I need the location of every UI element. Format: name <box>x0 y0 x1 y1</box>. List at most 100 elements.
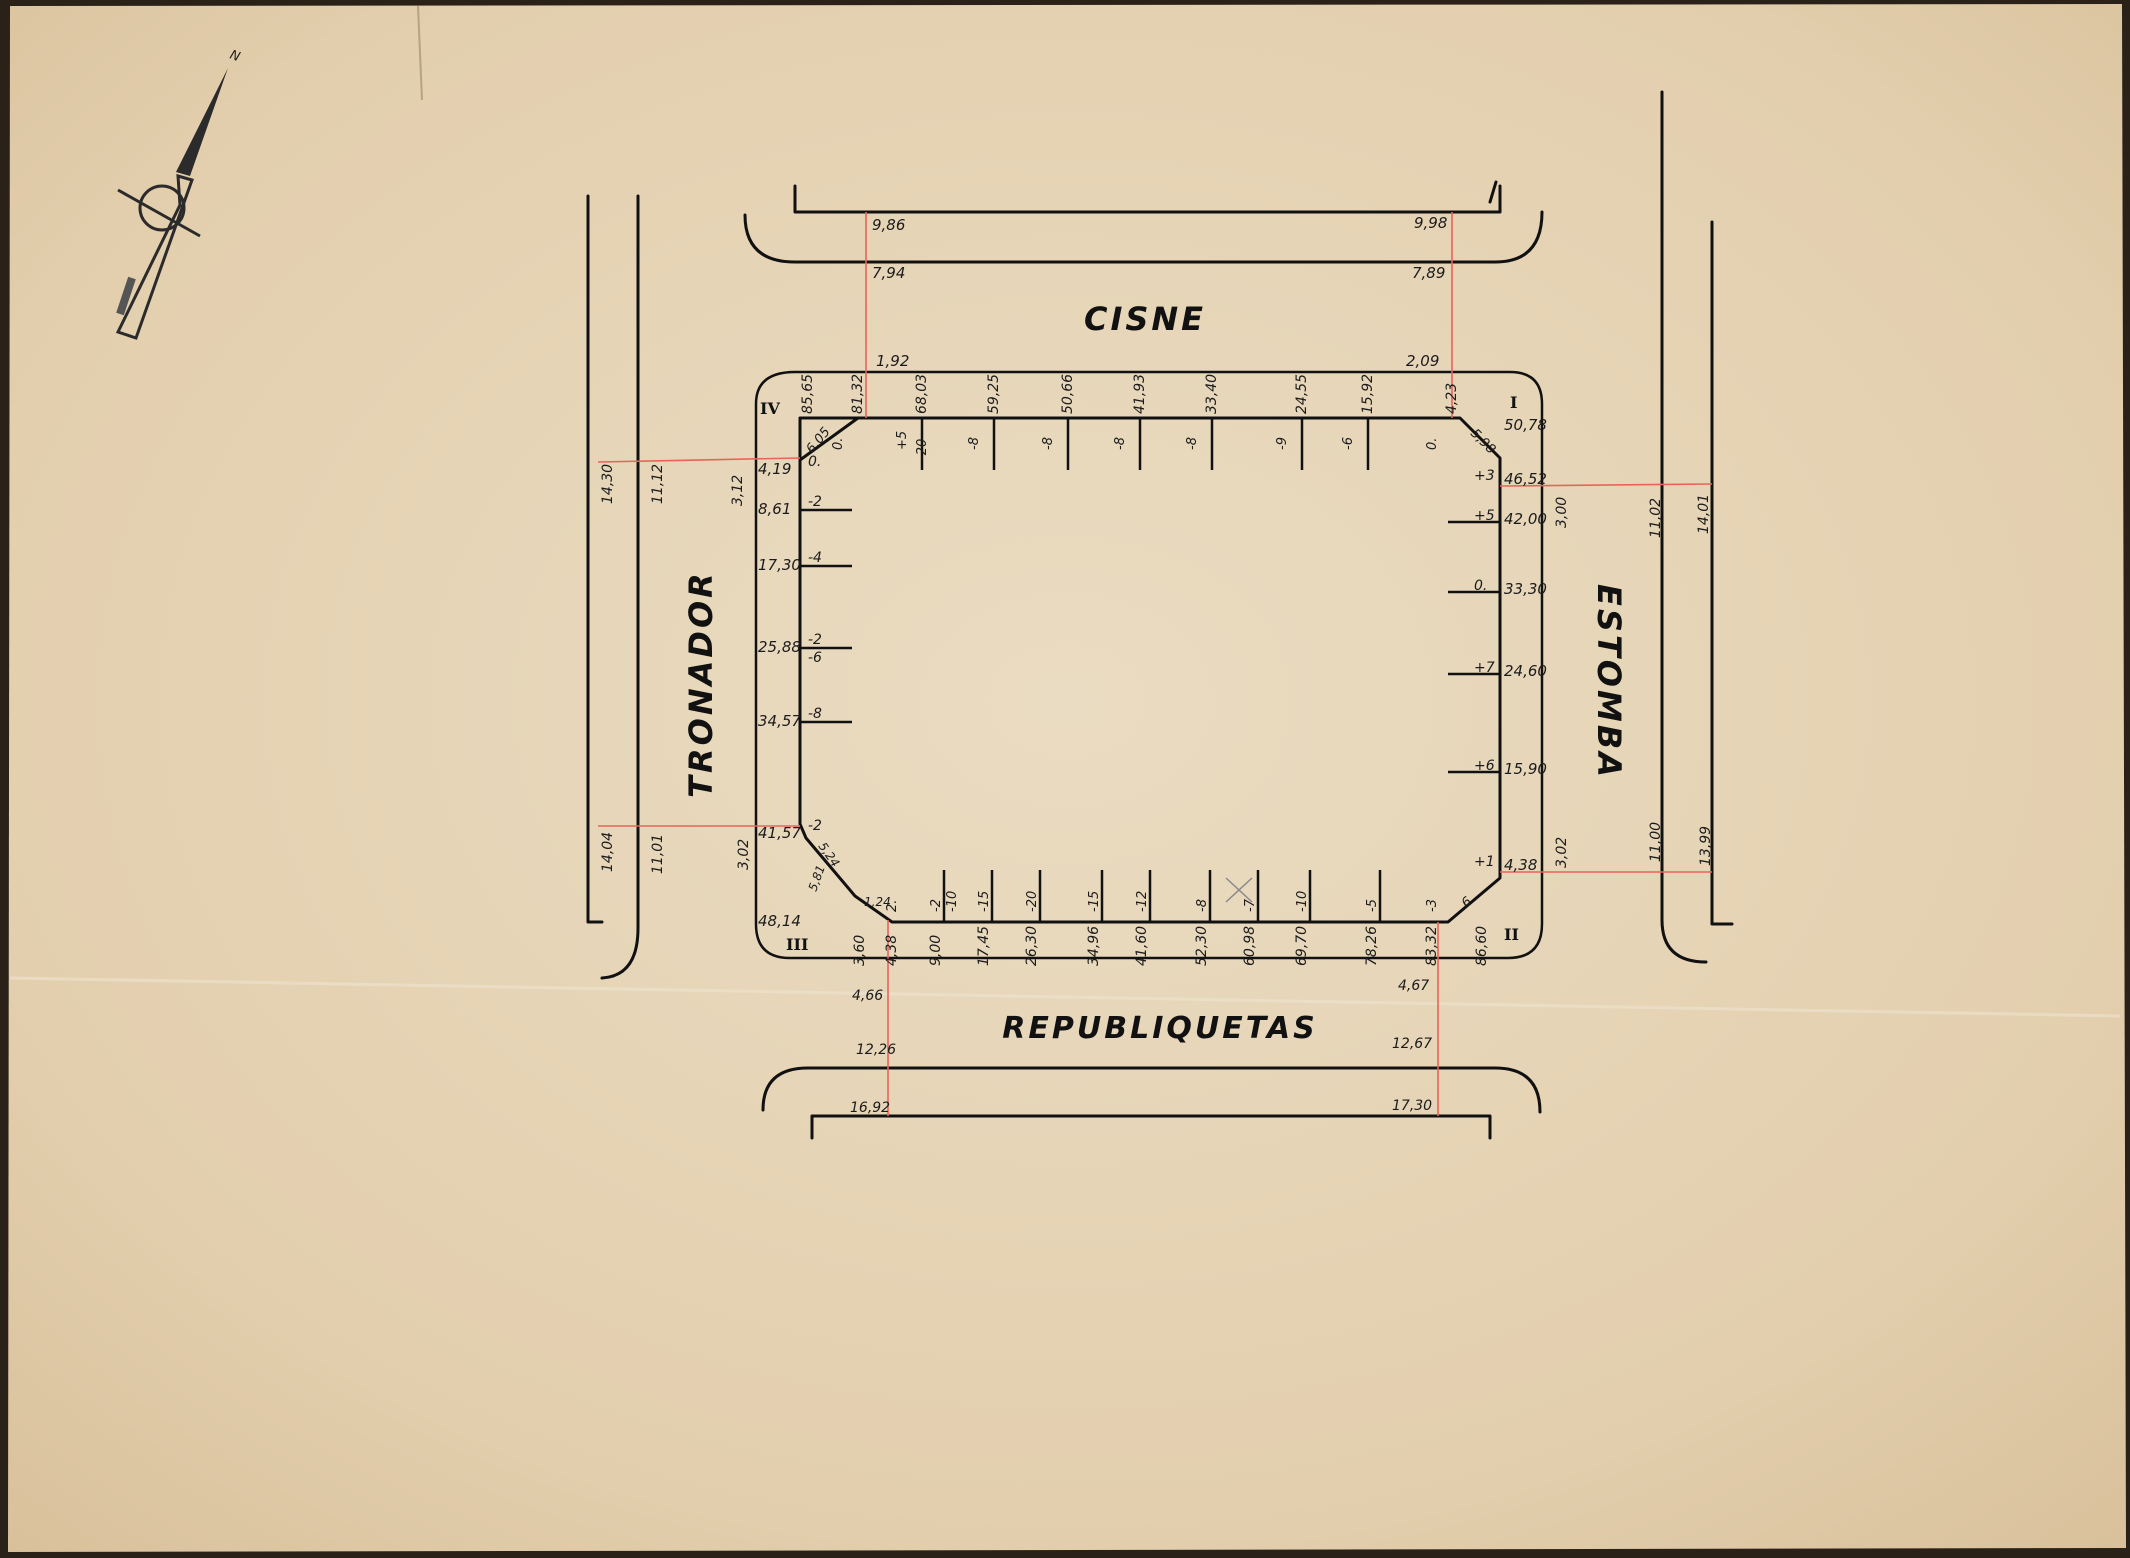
right-station-level: +1 <box>1474 854 1495 870</box>
top-station-level: -8 <box>1041 437 1056 450</box>
right-station-level: +5 <box>1474 508 1495 524</box>
tronador-near-curb <box>600 194 640 980</box>
bottom-station-distance: 60,98 <box>1242 926 1258 966</box>
bottom-station-level: -20 <box>1025 891 1040 912</box>
bottom-station-distance: 26,30 <box>1024 926 1040 966</box>
bottom-station-distance: 9,00 <box>928 935 944 966</box>
right-station-level: +6 <box>1474 758 1495 774</box>
top-station-level: -8 <box>1185 437 1200 450</box>
paper-crease <box>9 976 2121 1018</box>
bottom-station-level: -3 <box>1425 899 1440 912</box>
bottom-station-level: -2 <box>929 899 944 912</box>
right-station-distance: 4,38 <box>1504 856 1537 874</box>
bottom-station-distance: 52,30 <box>1194 926 1210 966</box>
left-station-distance: 4,19 <box>758 460 791 478</box>
offset-east-upper-3: 14,01 <box>1696 494 1712 534</box>
bottom-station-distance: 3,60 <box>852 935 868 966</box>
offset-south-right-2: 12,67 <box>1392 1036 1432 1052</box>
cisne-near-curb <box>743 210 1544 264</box>
top-station-distance: 81,32 <box>850 374 866 414</box>
top-station-level: 0. <box>1425 438 1440 450</box>
top-station-distance: 59,25 <box>986 374 1002 414</box>
left-station-level: -8 <box>808 706 822 722</box>
bottom-station-level: -12 <box>1135 891 1150 912</box>
north-label: N <box>228 48 243 66</box>
curb-mark <box>1488 180 1498 204</box>
offset-south-right-3: 17,30 <box>1392 1098 1432 1114</box>
left-station-distance: 17,30 <box>758 556 801 574</box>
offset-west-lower-2: 11,01 <box>650 834 666 874</box>
offset-west-upper-2: 11,12 <box>650 464 666 504</box>
bottom-station-level: -15 <box>1087 891 1102 912</box>
chamfer-iv <box>798 416 860 462</box>
bottom-station-distance: 34,96 <box>1086 926 1102 966</box>
offset-east-lower-2: 11,00 <box>1648 822 1664 862</box>
estomba-far-curb <box>1710 220 1734 926</box>
bottom-station-distance: 4,38 <box>884 935 900 966</box>
street-name-republiquetas: REPUBLIQUETAS <box>1002 1011 1317 1046</box>
left-station-level: -4 <box>808 550 822 566</box>
bottom-station-distance: 83,32 <box>1424 926 1440 966</box>
bottom-station-distance: 17,45 <box>976 926 992 966</box>
bottom-station-level: -15 <box>977 891 992 912</box>
right-station-distance: 33,30 <box>1504 580 1547 598</box>
tronador-far-curb <box>586 194 604 924</box>
right-station-level: +7 <box>1474 660 1495 676</box>
right-station-distance: 24,60 <box>1504 662 1547 680</box>
top-station-distance: 15,92 <box>1360 374 1376 414</box>
right-station-distance: 42,00 <box>1504 510 1547 528</box>
offset-south-left-1: 4,66 <box>852 988 883 1004</box>
left-station-distance: 48,14 <box>758 912 801 930</box>
offset-north-left-1: 9,86 <box>872 216 905 234</box>
top-station-distance: 4,23 <box>1444 383 1460 414</box>
red-west-upper <box>597 457 801 463</box>
top-station-distance: 68,03 <box>914 374 930 414</box>
offset-north-left-3: 1,92 <box>876 352 909 370</box>
right-station-distance: 15,90 <box>1504 760 1547 778</box>
street-name-cisne: CISNE <box>1084 300 1206 338</box>
left-station-distance: 25,88 <box>758 638 801 656</box>
top-station-distance: 41,93 <box>1132 374 1148 414</box>
bottom-station-distance: 41,60 <box>1134 926 1150 966</box>
offset-south-left-3: 16,92 <box>850 1100 890 1116</box>
corner-i: I <box>1510 393 1517 412</box>
top-station-level: -8 <box>1113 437 1128 450</box>
chamfer-iii-length-b: 5,81 <box>806 863 828 893</box>
top-station-distance: 85,65 <box>800 374 816 414</box>
corner-iii: III <box>786 935 808 954</box>
paper <box>8 4 2126 1552</box>
left-station-distance: 34,57 <box>758 712 801 730</box>
street-name-estomba: ESTOMBA <box>1590 584 1628 780</box>
offset-east-upper-1: 3,00 <box>1554 497 1570 528</box>
top-station-level: 0. <box>831 438 846 450</box>
left-station-distance: 41,57 <box>758 824 801 842</box>
right-station-level: 0. <box>1474 578 1487 594</box>
bottom-station-level: -10 <box>1295 891 1310 912</box>
corner-ii: II <box>1504 925 1519 944</box>
north-arrow-icon: N <box>115 48 243 340</box>
offset-south-left-2: 12,26 <box>856 1042 896 1058</box>
left-station-distance: 8,61 <box>758 500 791 518</box>
red-east-upper <box>1499 483 1713 487</box>
corner-iv: IV <box>760 399 780 418</box>
pencil-cross-mark <box>1225 877 1253 903</box>
right-station-distance: 46,52 <box>1504 470 1547 488</box>
top-station-level: +5 <box>895 431 910 450</box>
offset-north-right-1: 9,98 <box>1414 214 1447 232</box>
offset-west-lower-1: 14,04 <box>600 832 616 872</box>
offset-north-right-3: 2,09 <box>1406 352 1439 370</box>
offset-east-lower-3: 13,99 <box>1698 826 1714 866</box>
top-station-distance: 33,40 <box>1204 374 1220 414</box>
bottom-station-distance: 86,60 <box>1474 926 1490 966</box>
bottom-station-distance: 78,26 <box>1364 926 1380 966</box>
level-ticks <box>800 418 1500 922</box>
paper-fold <box>417 5 423 101</box>
bottom-station-level: 2. <box>885 900 900 912</box>
republiquetas-near-curb <box>761 1066 1542 1114</box>
bottom-station-level: -10 <box>945 891 960 912</box>
left-station-level: -2 <box>808 818 822 834</box>
left-station-level: -6 <box>808 650 822 666</box>
offset-west-lower-3: 3,02 <box>736 839 752 870</box>
top-station-level: -20 <box>915 439 930 460</box>
